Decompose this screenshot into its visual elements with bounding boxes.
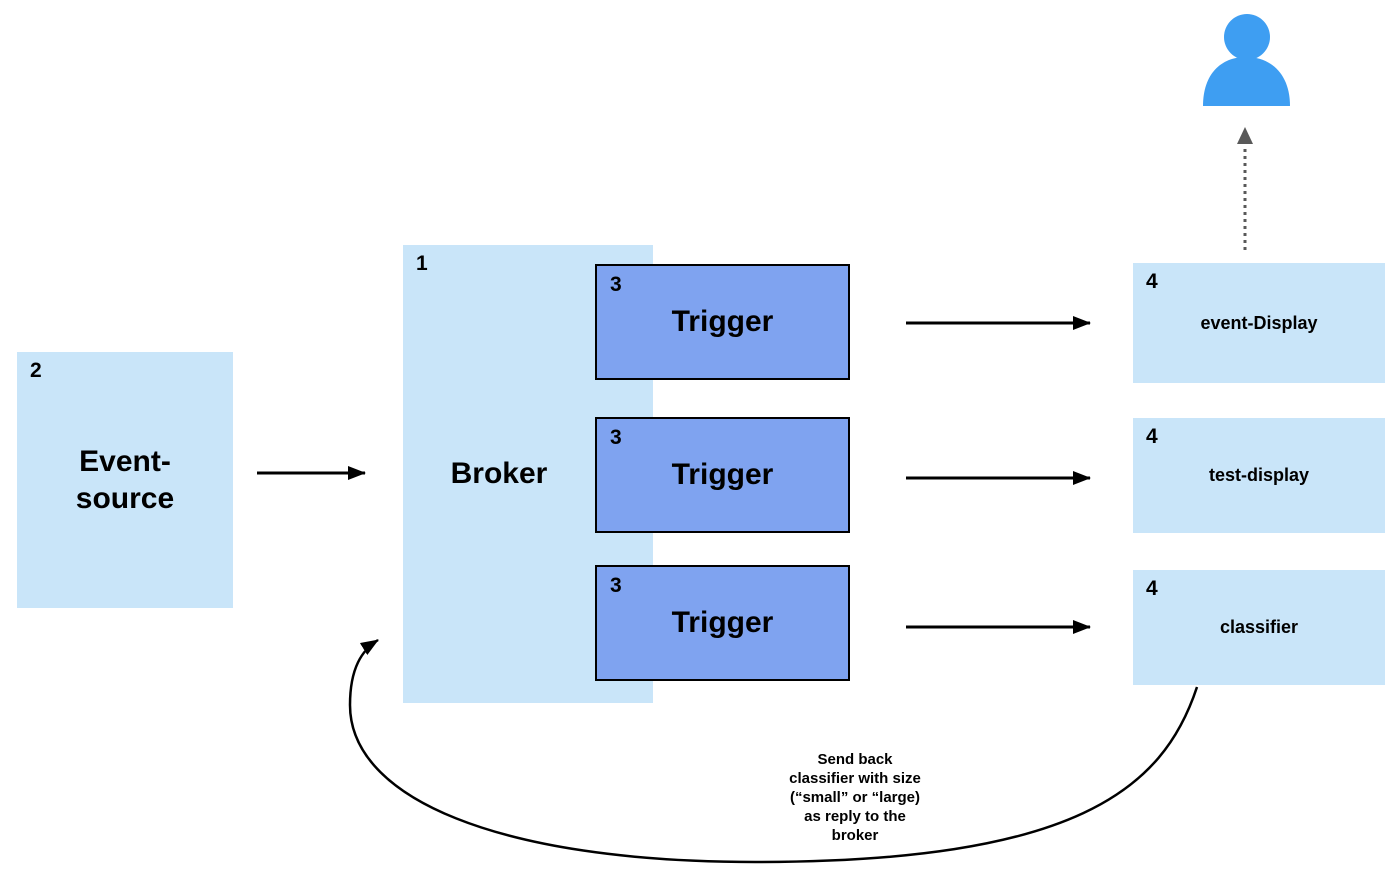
reply-annotation-text: Send back classifier with size (“small” … bbox=[789, 751, 921, 844]
user-icon bbox=[1203, 14, 1290, 106]
node-label: Trigger bbox=[671, 606, 774, 640]
node-number-badge: 1 bbox=[416, 252, 428, 275]
node-number-badge: 4 bbox=[1146, 270, 1158, 293]
node-trigger-2: 3 Trigger bbox=[595, 417, 850, 533]
node-classifier: 4 classifier bbox=[1133, 570, 1385, 685]
node-number-badge: 3 bbox=[610, 426, 622, 449]
node-label: Event- source bbox=[76, 443, 174, 518]
node-label: event-Display bbox=[1200, 312, 1318, 333]
node-label: Broker bbox=[450, 457, 548, 491]
node-number-badge: 4 bbox=[1146, 577, 1158, 600]
node-number-badge: 4 bbox=[1146, 425, 1158, 448]
node-test-display: 4 test-display bbox=[1133, 418, 1385, 533]
node-label-line1: Event- bbox=[79, 444, 171, 478]
dashed-up-arrow bbox=[1237, 127, 1253, 250]
node-number-badge: 3 bbox=[610, 574, 622, 597]
node-label: classifier bbox=[1219, 617, 1299, 637]
node-trigger-1: 3 Trigger bbox=[595, 264, 850, 380]
node-number-badge: 3 bbox=[610, 273, 622, 296]
node-label: Trigger bbox=[671, 458, 774, 492]
node-trigger-3: 3 Trigger bbox=[595, 565, 850, 681]
node-label: test-display bbox=[1208, 465, 1310, 485]
node-label-line2: source bbox=[75, 482, 175, 515]
node-number-badge: 2 bbox=[30, 359, 42, 382]
node-event-source: 2 Event- source bbox=[17, 352, 233, 608]
node-event-display: 4 event-Display bbox=[1133, 263, 1385, 383]
node-label: Trigger bbox=[671, 305, 774, 339]
